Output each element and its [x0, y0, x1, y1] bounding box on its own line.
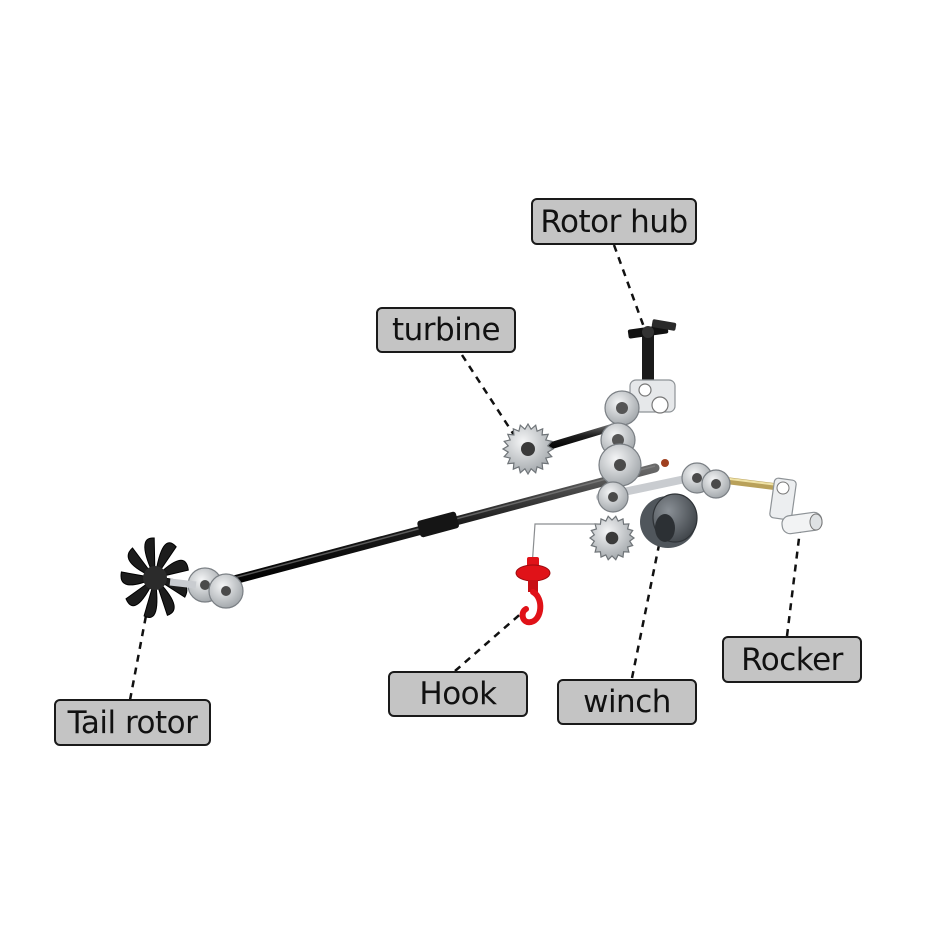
rocker-gear-pair — [681, 462, 731, 499]
leader-rotor-hub — [612, 244, 647, 331]
turbine-gear — [501, 422, 555, 476]
tail-bevel-gears — [169, 567, 244, 609]
leader-winch — [630, 539, 662, 679]
tail-rotor — [120, 537, 189, 618]
label-rotor-hub: Rotor hub — [531, 198, 697, 245]
label-winch: winch — [557, 679, 697, 725]
leader-hook — [454, 609, 526, 672]
central-gear-stack — [597, 443, 669, 513]
rocker-crank — [769, 477, 823, 535]
leader-turbine — [460, 354, 518, 439]
label-hook: Hook — [388, 671, 528, 717]
leader-tail-rotor — [128, 604, 150, 701]
winch-drive-gear — [588, 515, 636, 561]
rotor-hub — [627, 319, 677, 390]
leader-rocker — [785, 529, 802, 637]
leader-lines — [128, 244, 802, 701]
winch-drum — [640, 493, 698, 548]
label-rocker: Rocker — [722, 636, 862, 683]
hook — [515, 523, 600, 626]
label-turbine: turbine — [376, 307, 516, 353]
label-tail-rotor: Tail rotor — [54, 699, 211, 746]
tail-drive-axle — [210, 463, 660, 590]
